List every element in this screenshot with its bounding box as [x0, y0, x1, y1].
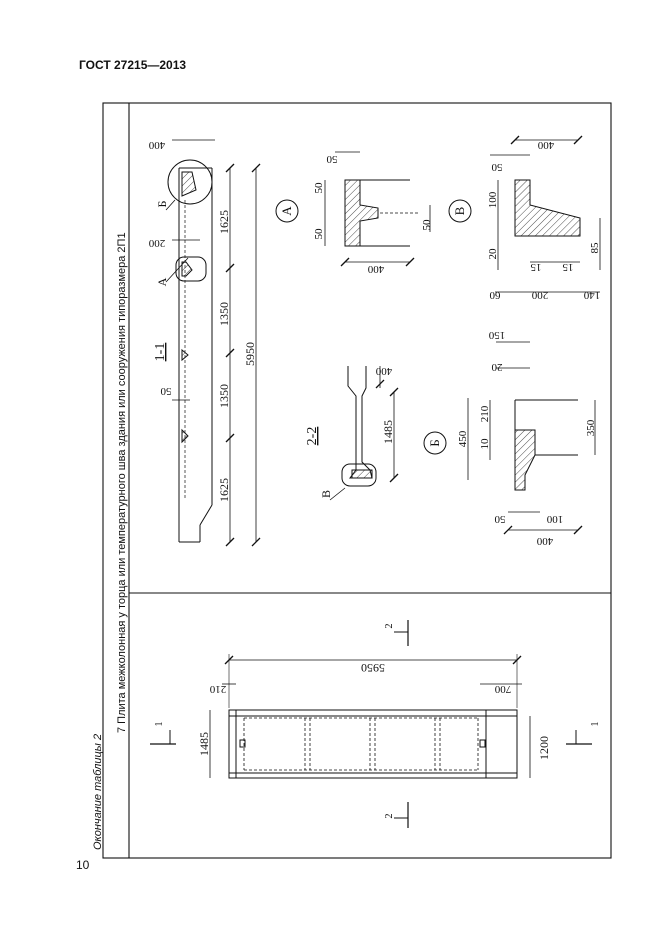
detail-b-t1: 150 [488, 329, 505, 341]
plan-view [150, 620, 592, 828]
section-2-2-title: 2-2 [305, 427, 320, 446]
cut-2-top: 2 [384, 624, 395, 629]
detail-b-h4: 350 [585, 419, 597, 436]
detail-b-h2: 210 [479, 405, 491, 422]
s11-notch: 200 [148, 237, 165, 249]
s22-flange: 400 [375, 365, 392, 377]
plan-end-right: 700 [494, 683, 511, 695]
segment-2: 1350 [217, 302, 231, 326]
cut-2-bottom: 2 [384, 814, 395, 819]
detail-v-h1: 100 [487, 191, 499, 208]
plan-end-left: 210 [209, 683, 226, 695]
page-number: 10 [76, 858, 90, 872]
cut-1-left: 1 [154, 722, 165, 727]
cut-1-right: 1 [590, 722, 601, 727]
s11-rib: 50 [160, 385, 172, 397]
detail-v-labels: В 400 50 100 20 15 15 85 60 200 140 [452, 139, 601, 301]
detail-b [423, 341, 596, 535]
detail-v-h2: 20 [487, 248, 499, 260]
detail-b-width: 400 [536, 535, 553, 547]
detail-v-b1: 15 [530, 261, 542, 273]
plan-dimensions: 5950 210 700 1485 1200 1 1 2 2 [154, 624, 601, 819]
section-2-2-labels: 2-2 400 1485 В [305, 365, 395, 498]
document-header: ГОСТ 27215—2013 [79, 58, 187, 72]
section-2-2 [329, 366, 399, 501]
detail-b-t2: 20 [491, 361, 503, 373]
segment-4: 1625 [217, 478, 231, 502]
detail-b-b1: 50 [494, 513, 506, 525]
segment-3: 1350 [217, 384, 231, 408]
detail-b-labels: Б 450 210 10 350 150 20 50 100 400 [427, 329, 597, 547]
detail-b-h1: 450 [457, 430, 469, 447]
callout-b: Б [155, 200, 169, 207]
detail-a-d2: 50 [313, 228, 325, 240]
detail-a-top: 50 [326, 153, 338, 165]
detail-a-d3: 50 [421, 219, 433, 231]
detail-v-h3: 85 [589, 242, 601, 254]
detail-v-t1: 50 [491, 161, 503, 173]
detail-a-title: А [279, 206, 294, 216]
detail-v-top: 400 [537, 139, 554, 151]
plan-length: 5950 [361, 661, 385, 675]
plan-width-right: 1200 [537, 736, 551, 760]
detail-b-h3: 10 [479, 438, 491, 450]
s22-width: 1485 [381, 420, 395, 444]
section-1-1-title: 1-1 [153, 343, 168, 362]
table-frame [102, 102, 612, 859]
detail-a-width: 400 [367, 263, 384, 275]
detail-a-d1: 50 [313, 182, 325, 194]
s11-total: 5950 [243, 342, 257, 366]
section-1-1-labels: 1-1 400 200 50 Б А 1625 1350 1350 1625 5… [148, 139, 257, 502]
detail-v-w1: 60 [489, 289, 501, 301]
detail-a-labels: А 50 50 50 50 400 [279, 153, 433, 275]
detail-v-w3: 140 [583, 289, 600, 301]
detail-a [275, 151, 431, 267]
section-1-1 [165, 139, 261, 547]
detail-v [448, 135, 601, 293]
detail-v-w2: 200 [531, 289, 548, 301]
callout-v: В [319, 490, 333, 498]
segment-1: 1625 [217, 210, 231, 234]
detail-b-b2: 100 [546, 513, 563, 525]
plan-width-left: 1485 [197, 732, 211, 756]
s11-end: 400 [148, 139, 165, 151]
detail-b-title: Б [427, 439, 442, 446]
detail-v-b2: 15 [562, 261, 574, 273]
callout-a: А [155, 277, 169, 286]
detail-v-title: В [452, 206, 467, 215]
